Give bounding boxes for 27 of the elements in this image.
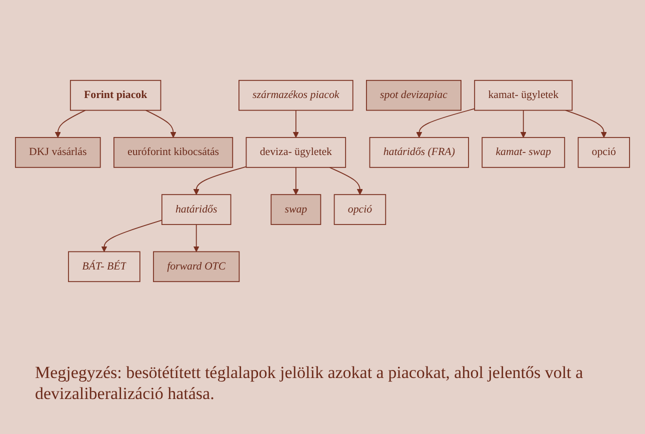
arrow bbox=[292, 110, 299, 138]
caption-note: Megjegyzés: besötétített téglalapok jelölik azokat a piacokat, ahol jelentős volt a devizaliberalizáció hatása. bbox=[35, 362, 584, 404]
node-box: opció bbox=[578, 137, 630, 168]
node-box: opció bbox=[334, 194, 386, 225]
arrow bbox=[520, 110, 526, 138]
arrow bbox=[193, 224, 200, 252]
node-box: Forint piacok bbox=[70, 80, 162, 111]
arrow bbox=[54, 110, 86, 138]
arrow bbox=[329, 166, 363, 195]
node-box: BÁT- BÉT bbox=[68, 251, 140, 282]
node-box: kamat- ügyletek bbox=[474, 80, 573, 111]
node-box: spot devizapiac bbox=[366, 80, 462, 111]
arrow bbox=[292, 166, 299, 195]
node-box: forward OTC bbox=[153, 251, 240, 282]
arrow bbox=[193, 166, 247, 195]
node-box: határidős (FRA) bbox=[369, 137, 469, 168]
arrow bbox=[416, 108, 476, 138]
arrow bbox=[101, 220, 162, 252]
node-box: euróforint kibocsátás bbox=[113, 137, 234, 168]
arrow bbox=[145, 110, 176, 138]
node-box: határidős bbox=[161, 194, 232, 225]
node-box: kamat- swap bbox=[482, 137, 566, 168]
node-box: származékos piacok bbox=[238, 80, 354, 111]
arrow bbox=[565, 110, 607, 138]
node-box: DKJ vásárlás bbox=[15, 137, 101, 168]
node-box: deviza- ügyletek bbox=[246, 137, 346, 168]
node-box: swap bbox=[270, 194, 322, 225]
